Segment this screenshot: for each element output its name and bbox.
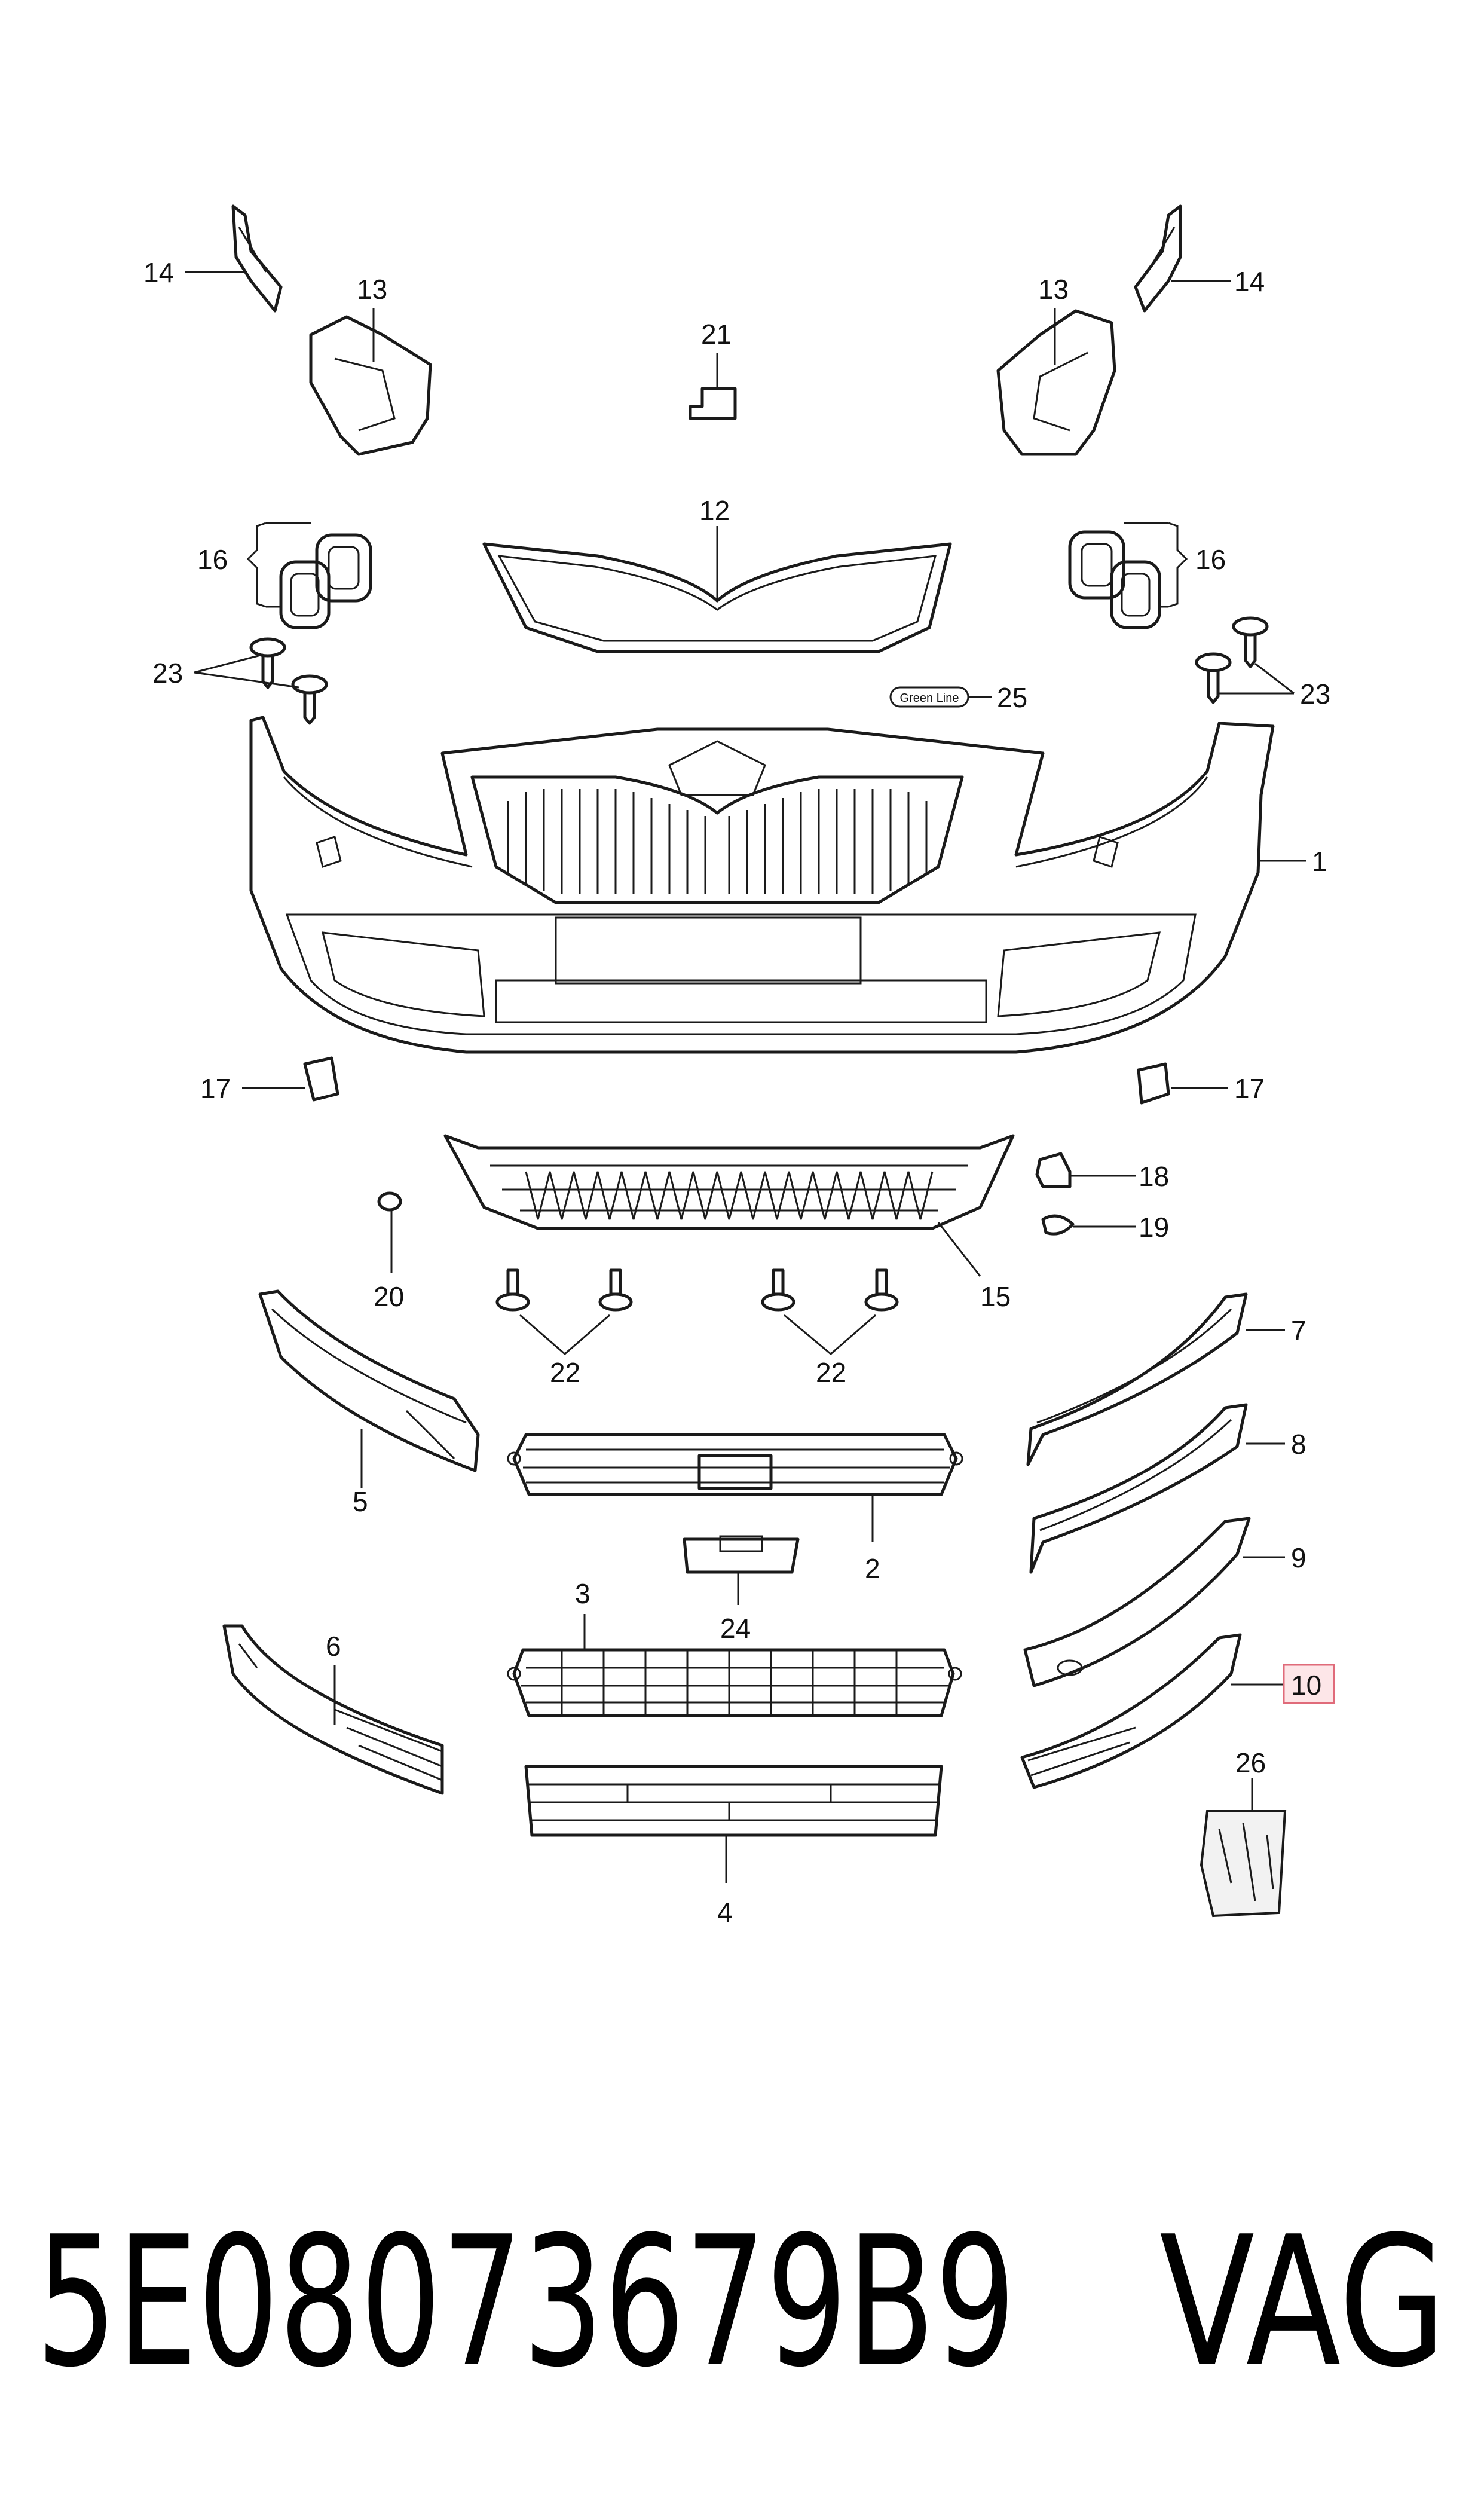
part-23-screws-right (1195, 616, 1269, 704)
label-25: 25 (997, 682, 1027, 713)
label-3: 3 (575, 1578, 590, 1609)
label-23-right: 23 (1300, 678, 1330, 710)
part-14-left (231, 204, 283, 313)
part-19-clip (1041, 1214, 1075, 1236)
label-8: 8 (1291, 1429, 1306, 1460)
label-26: 26 (1235, 1747, 1266, 1778)
label-13-right: 13 (1038, 274, 1069, 305)
part-21-clip (689, 387, 737, 420)
label-15: 15 (980, 1281, 1011, 1312)
part-16-left (279, 533, 372, 629)
part-1-bumper (249, 716, 1275, 1054)
label-22-right: 22 (816, 1357, 846, 1388)
part-24-bracket (683, 1535, 800, 1574)
label-7: 7 (1291, 1315, 1306, 1346)
part-5-molding (258, 1289, 480, 1472)
label-14-right: 14 (1234, 266, 1265, 297)
label-18: 18 (1139, 1161, 1169, 1192)
part-10-molding (1020, 1633, 1242, 1789)
part-6-molding (222, 1624, 444, 1795)
part-8-molding (1029, 1403, 1248, 1574)
label-6: 6 (326, 1631, 341, 1662)
part-17-right (1137, 1062, 1170, 1105)
label-1: 1 (1312, 846, 1327, 877)
part-17-left (303, 1056, 339, 1102)
part-14-right (1134, 204, 1182, 313)
part-number: 5E08073679B9 (36, 2198, 1016, 2407)
label-16-left: 16 (197, 544, 228, 575)
label-14-left: 14 (143, 257, 174, 288)
label-16-right: 16 (1195, 544, 1226, 575)
label-5: 5 (353, 1486, 368, 1517)
part-18-clip (1035, 1152, 1072, 1188)
label-12: 12 (699, 495, 730, 526)
label-4: 4 (717, 1897, 733, 1928)
part-20-clip (377, 1191, 402, 1212)
label-17-left: 17 (200, 1073, 231, 1104)
part-22-screws-left (495, 1268, 633, 1312)
part-26-bag (1200, 1810, 1287, 1918)
part-12-grille-frame (482, 542, 952, 653)
part-3-grille (507, 1648, 962, 1717)
label-21: 21 (701, 319, 732, 350)
label-2: 2 (865, 1553, 880, 1584)
part-23-screws-left (249, 637, 328, 725)
label-10: 10 (1291, 1670, 1321, 1701)
part-22-screws-right (761, 1268, 899, 1312)
part-15-support (443, 1134, 1015, 1230)
part-1-grille (470, 740, 964, 904)
part-9-molding (1023, 1517, 1251, 1687)
part-13-right (996, 309, 1116, 456)
part-4-lower-grille (524, 1765, 943, 1837)
label-24: 24 (720, 1613, 751, 1644)
label-10-highlight (1283, 1664, 1335, 1704)
brand: VAG (1159, 2198, 1446, 2407)
label-20: 20 (374, 1281, 404, 1312)
badge-text: Green Line (900, 692, 959, 705)
part-2-grille (507, 1433, 963, 1496)
label-17-right: 17 (1234, 1073, 1265, 1104)
label-22-left: 22 (550, 1357, 580, 1388)
label-9: 9 (1291, 1542, 1306, 1573)
part-13-left (309, 315, 432, 456)
label-13-left: 13 (357, 274, 387, 305)
part-16-right (1068, 530, 1161, 629)
part-7-molding (1026, 1292, 1248, 1466)
part-25-badge: Green Line (889, 686, 969, 708)
label-23-left: 23 (152, 658, 183, 689)
label-19: 19 (1139, 1212, 1169, 1243)
